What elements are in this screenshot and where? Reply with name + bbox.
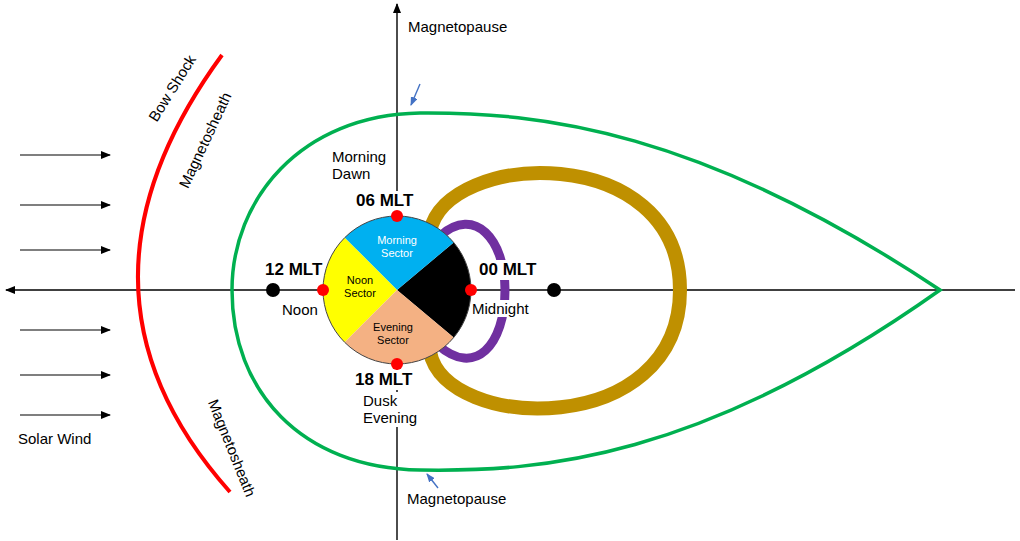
earth-outline bbox=[323, 216, 471, 364]
boundary-label: Magnetopause bbox=[408, 18, 507, 35]
sector-label: Morning Sector bbox=[377, 234, 417, 259]
magnetopause-outline bbox=[232, 113, 940, 470]
evening-sector: Evening Sector bbox=[323, 216, 471, 364]
region-label: Magnetosheath bbox=[175, 89, 234, 190]
time-label: Noon bbox=[282, 301, 318, 318]
solar-wind-label: Solar Wind bbox=[18, 430, 91, 447]
pointer-arrow bbox=[411, 84, 420, 105]
sector-label: Noon Sector bbox=[344, 274, 376, 299]
sector-label: Evening Sector bbox=[373, 321, 413, 346]
solar-wind-arrows bbox=[20, 155, 110, 415]
reference-points bbox=[266, 283, 561, 297]
x-axis bbox=[6, 289, 1015, 290]
pointer-arrow bbox=[427, 474, 438, 488]
mlt-label: 18 MLT bbox=[354, 370, 413, 390]
mlt-label: 00 MLT bbox=[478, 260, 537, 280]
boundary-label: Magnetopause bbox=[407, 490, 506, 507]
earth-disc bbox=[323, 216, 471, 364]
region-label: Magnetosheath bbox=[205, 397, 260, 499]
mlt-label: 06 MLT bbox=[355, 191, 414, 211]
time-label: Dusk Evening bbox=[362, 392, 418, 427]
bow-shock-label: Bow Shock bbox=[145, 52, 199, 125]
mlt-label: 12 MLT bbox=[265, 260, 322, 280]
sector-fill bbox=[345, 290, 454, 364]
time-label: Midnight bbox=[471, 300, 530, 317]
time-label: Morning Dawn bbox=[332, 148, 386, 183]
mlt-points bbox=[317, 210, 477, 370]
